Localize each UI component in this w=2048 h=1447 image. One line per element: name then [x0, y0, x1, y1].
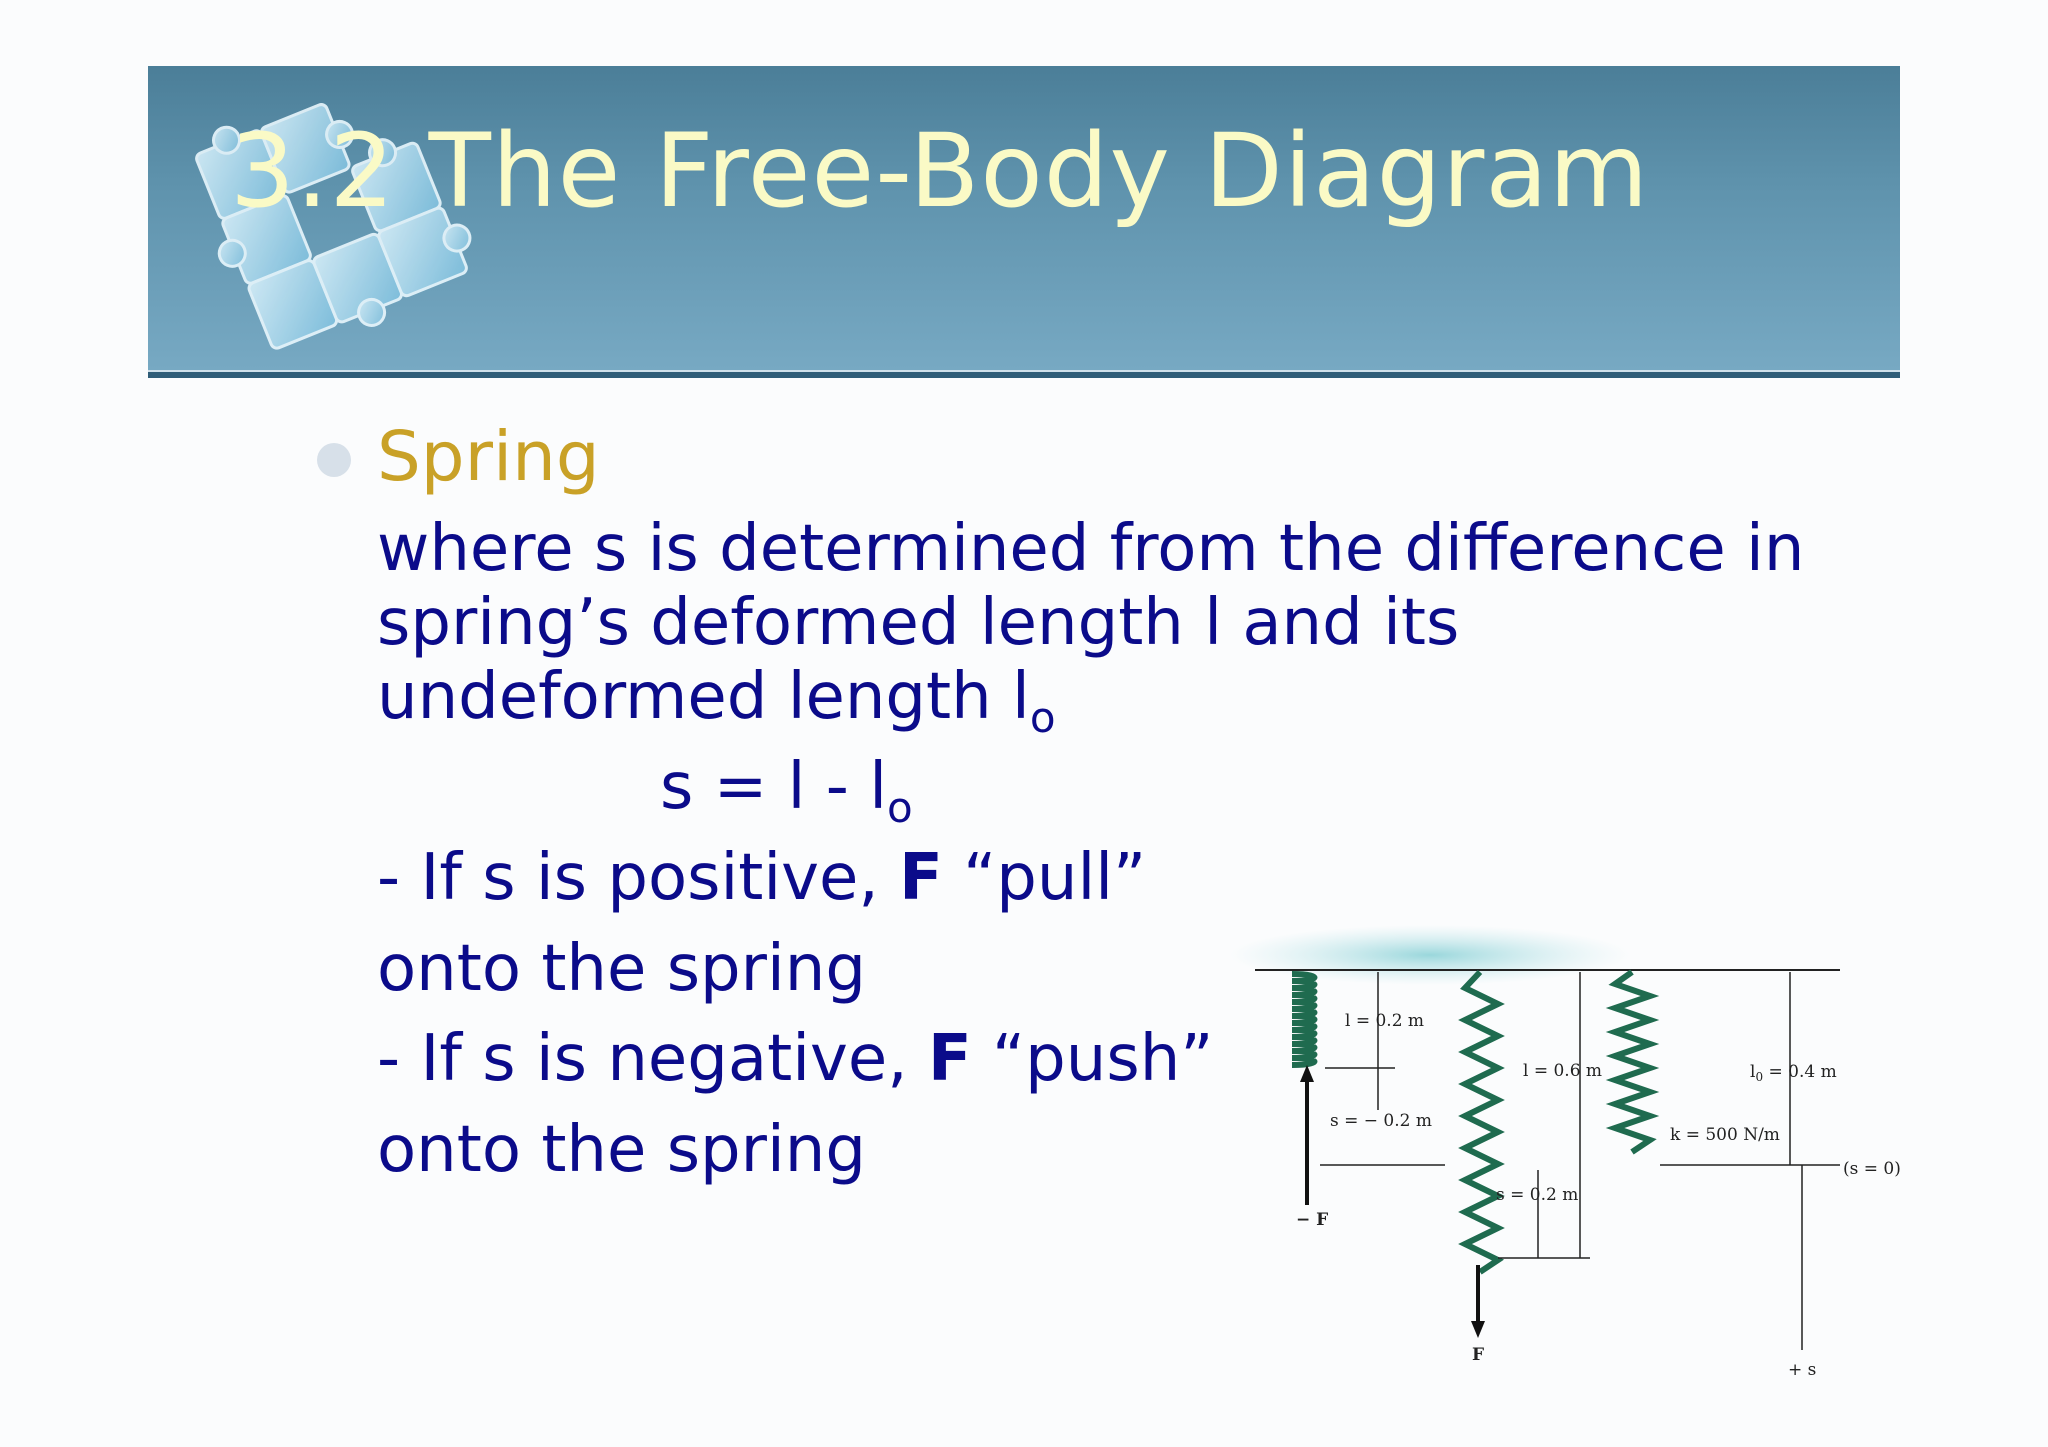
negative-case-suffix: “push”: [971, 1022, 1214, 1096]
paragraph-line-1: where s is determined from the differenc…: [377, 512, 1805, 586]
bullet-dot: [317, 443, 351, 477]
label-s-mid: s = 0.2 m: [1496, 1185, 1578, 1205]
label-s-left: s = − 0.2 m: [1330, 1111, 1432, 1131]
positive-case-force: F: [899, 841, 943, 915]
label-l-left: l = 0.2 m: [1345, 1011, 1424, 1031]
negative-case-line-2: onto the spring: [377, 1113, 866, 1187]
paragraph-line-3-text: undeformed length l: [377, 660, 1030, 734]
label-s-zero: (s = 0): [1843, 1159, 1901, 1179]
puzzle-pieces-icon: [195, 103, 472, 350]
title-banner: [148, 66, 1900, 370]
label-l-mid: l = 0.6 m: [1523, 1061, 1602, 1081]
paragraph-line-3: undeformed length lo: [377, 660, 1056, 739]
bullet-heading: Spring: [377, 417, 600, 497]
equation-subscript: o: [887, 783, 913, 832]
compressed-spring: [1291, 971, 1318, 1068]
support-ceiling-shade: [1230, 925, 1630, 985]
stretched-spring: [1458, 969, 1505, 1275]
neg-f-arrowhead: [1300, 1065, 1314, 1082]
positive-case-prefix: - If s is positive,: [377, 841, 900, 915]
positive-case-suffix: “pull”: [942, 841, 1147, 915]
paragraph-line-2: spring’s deformed length l and its: [377, 586, 1460, 660]
label-plus-s: + s: [1788, 1360, 1816, 1380]
negative-case-force: F: [927, 1022, 972, 1096]
positive-case-line-2: onto the spring: [377, 932, 866, 1006]
f-arrowhead: [1471, 1321, 1485, 1338]
label-k: k = 500 N/m: [1670, 1125, 1780, 1145]
label-l0: l0 = 0.4 m: [1750, 1062, 1837, 1084]
slide-title: 3.2 The Free-Body Diagram: [230, 112, 1650, 231]
positive-case-line-1: - If s is positive, F “pull”: [377, 841, 1146, 915]
banner-rule-dark: [148, 372, 1900, 378]
negative-case-line-1: - If s is negative, F “push”: [377, 1022, 1213, 1096]
spring-diagram: l = 0.2 m s = − 0.2 m − F l = 0.6 m s = …: [1230, 925, 1901, 1380]
equation-text: s = l - l: [660, 750, 887, 824]
equation: s = l - lo: [660, 750, 913, 829]
negative-case-prefix: - If s is negative,: [377, 1022, 928, 1096]
banner-rule-light: [148, 370, 1900, 372]
unstretched-spring: [1605, 969, 1660, 1155]
label-neg-f: − F: [1296, 1210, 1328, 1230]
paragraph-subscript: o: [1029, 693, 1056, 742]
label-f: F: [1472, 1345, 1484, 1365]
